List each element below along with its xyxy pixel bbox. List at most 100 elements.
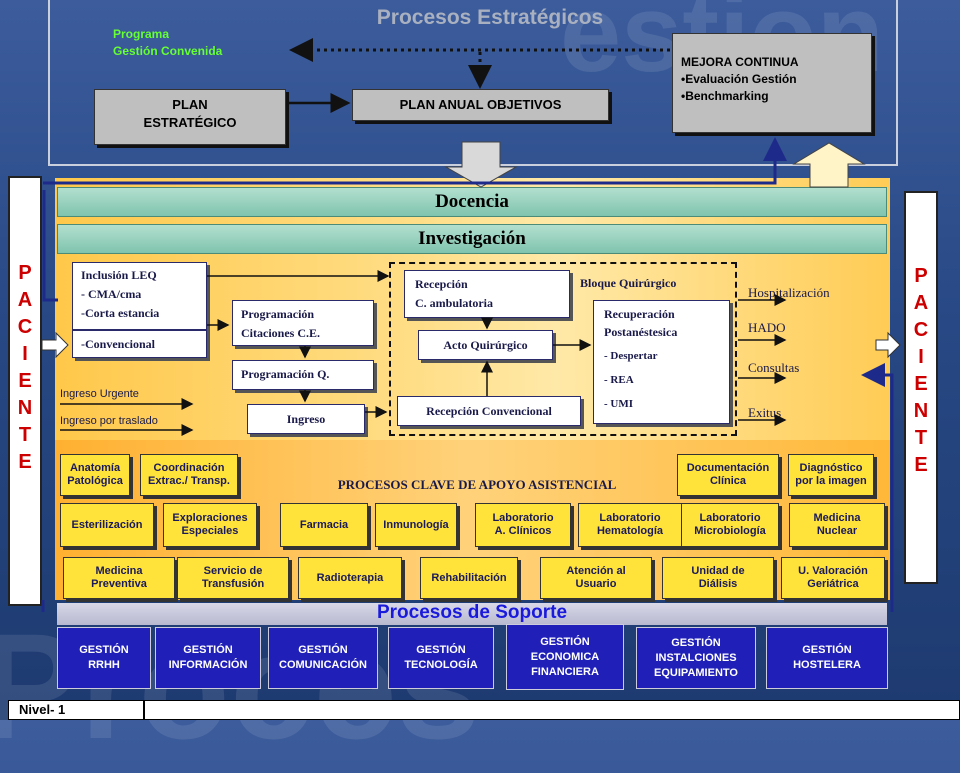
- paciente-letter: I: [22, 343, 28, 365]
- apoyo-top-left-0-line-2: Patológica: [67, 475, 123, 487]
- outcome-hado: HADO: [748, 320, 786, 335]
- soporte-item-5-l3: EQUIPAMIENTO: [654, 666, 738, 679]
- convencional-label: -Convencional: [81, 337, 156, 351]
- programacion-citaciones-line-1: Programación: [241, 307, 315, 321]
- apoyo-row2-0-label: Esterilización: [72, 519, 143, 532]
- ingreso-urgente-label: Ingreso Urgente: [60, 388, 139, 400]
- apoyo-row3-2-line-1: Radioterapia: [316, 571, 384, 584]
- mejora-item-benchmarking: •Benchmarking: [681, 89, 769, 103]
- soporte-item-0-l2: RRHH: [88, 659, 120, 671]
- apoyo-row3-2: Radioterapia: [298, 557, 402, 599]
- outcome-consultas: Consultas: [748, 360, 800, 375]
- paciente-letter: T: [914, 427, 928, 449]
- inclusion-line-3: -Corta estancia: [81, 306, 160, 320]
- soporte-item-4-l1: GESTIÓN: [540, 635, 590, 648]
- apoyo-row2-6-line-1: Laboratorio: [699, 512, 761, 524]
- mejora-continua-box: MEJORA CONTINUA •Evaluación Gestión •Ben…: [672, 33, 872, 133]
- apoyo-row2-3-line-1: Inmunología: [383, 518, 449, 531]
- paciente-letter: T: [18, 424, 32, 446]
- ingreso-traslado-label: Ingreso por traslado: [60, 415, 158, 427]
- apoyo-top-left-0-line-1: Anatomía: [69, 462, 121, 474]
- bloque-quirurgico-label: Bloque Quirúrgico: [580, 276, 677, 290]
- apoyo-row3-3-label: Rehabilitación: [431, 572, 506, 585]
- apoyo-row2-4-line-2: A. Clínicos: [494, 525, 552, 537]
- paciente-letter: E: [18, 451, 32, 473]
- apoyo-top-left-1-line-2: Extrac./ Transp.: [148, 475, 230, 487]
- soporte-item-1-l2: INFORMACIÓN: [168, 659, 248, 671]
- apoyo-top-right-1-line-1: Diagnóstico: [799, 462, 863, 474]
- recepcion-convencional-label: Recepción Convencional: [426, 404, 552, 418]
- docencia-band: Docencia: [57, 187, 887, 217]
- soporte-item-3-l2: TECNOLOGÍA: [404, 659, 478, 671]
- apoyo-row3-5-line-2: Diálisis: [698, 578, 738, 590]
- apoyo-row3-4-line-1: Atención al: [566, 565, 626, 577]
- paciente-letter: C: [913, 319, 929, 341]
- apoyo-row2-1-line-2: Especiales: [181, 525, 239, 537]
- soporte-item-3-l1: GESTIÓN: [416, 644, 466, 656]
- plan-anual-box: PLAN ANUAL OBJETIVOS: [352, 89, 609, 121]
- apoyo-row3-4-line-2: Usuario: [575, 578, 617, 590]
- investigacion-band: Investigación: [57, 224, 887, 254]
- convencional-box: -Convencional: [72, 330, 207, 358]
- plan-estrategico-line-1: PLAN: [172, 97, 208, 112]
- ingreso-label: Ingreso: [286, 412, 326, 426]
- recuperacion-item-rea: - REA: [604, 374, 634, 386]
- paciente-letter: E: [914, 454, 928, 476]
- connector-layer: [41, 38, 901, 612]
- apoyo-row3-6-line-1: U. Valoración: [798, 565, 868, 577]
- soporte-title: Procesos de Soporte: [57, 603, 887, 625]
- apoyo-row2-5-line-1: Laboratorio: [599, 512, 661, 524]
- programa-label: Programa Gestión Convenida: [113, 26, 222, 60]
- soporte-item-2-label: GESTIÓN COMUNICACIÓN: [279, 643, 367, 673]
- paciente-entry-arrow: [42, 190, 58, 302]
- programacion-q-label: Programación Q.: [241, 367, 330, 381]
- apoyo-row2-2: Farmacia: [280, 503, 368, 547]
- inclusion-leq-box: Inclusión LEQ - CMA/cma -Corta estancia: [72, 262, 207, 330]
- apoyo-row2-1-line-1: Exploraciones: [172, 512, 248, 524]
- paciente-letter: P: [18, 262, 32, 284]
- programa-line-2: Gestión Convenida: [113, 44, 223, 58]
- strategic-title: Procesos Estratégicos: [376, 6, 604, 29]
- apoyo-row2-5-line-2: Hematología: [596, 525, 663, 537]
- apoyo-row2-3-label: Inmunología: [383, 519, 448, 532]
- inclusion-line-2: - CMA/cma: [81, 287, 142, 301]
- programacion-q-box: Programación Q.: [232, 360, 374, 390]
- soporte-item-2: GESTIÓN COMUNICACIÓN: [268, 627, 378, 689]
- apoyo-top-left-1-line-1: Coordinación: [153, 462, 225, 474]
- feedback-loop-line: [43, 137, 787, 185]
- paciente-letter: A: [913, 292, 929, 314]
- soporte-item-2-l2: COMUNICACIÓN: [279, 659, 367, 671]
- soporte-item-2-l1: GESTIÓN: [298, 644, 348, 656]
- acto-quirurgico-box: Acto Quirúrgico: [418, 330, 553, 360]
- paciente-letter: A: [17, 289, 33, 311]
- soporte-item-4-l3: FINANCIERA: [531, 665, 599, 678]
- apoyo-row2-0-line-1: Esterilización: [71, 518, 143, 531]
- recuperacion-item-despertar: - Despertar: [604, 350, 658, 362]
- soporte-item-6-l1: GESTIÓN: [802, 644, 852, 656]
- paciente-letter: E: [914, 373, 928, 395]
- plan-estrategico-box: PLAN ESTRATÉGICO: [94, 89, 286, 145]
- paciente-letter: I: [918, 346, 924, 368]
- programa-line-1: Programa: [113, 27, 170, 41]
- block-arrow-right-left: [41, 331, 69, 359]
